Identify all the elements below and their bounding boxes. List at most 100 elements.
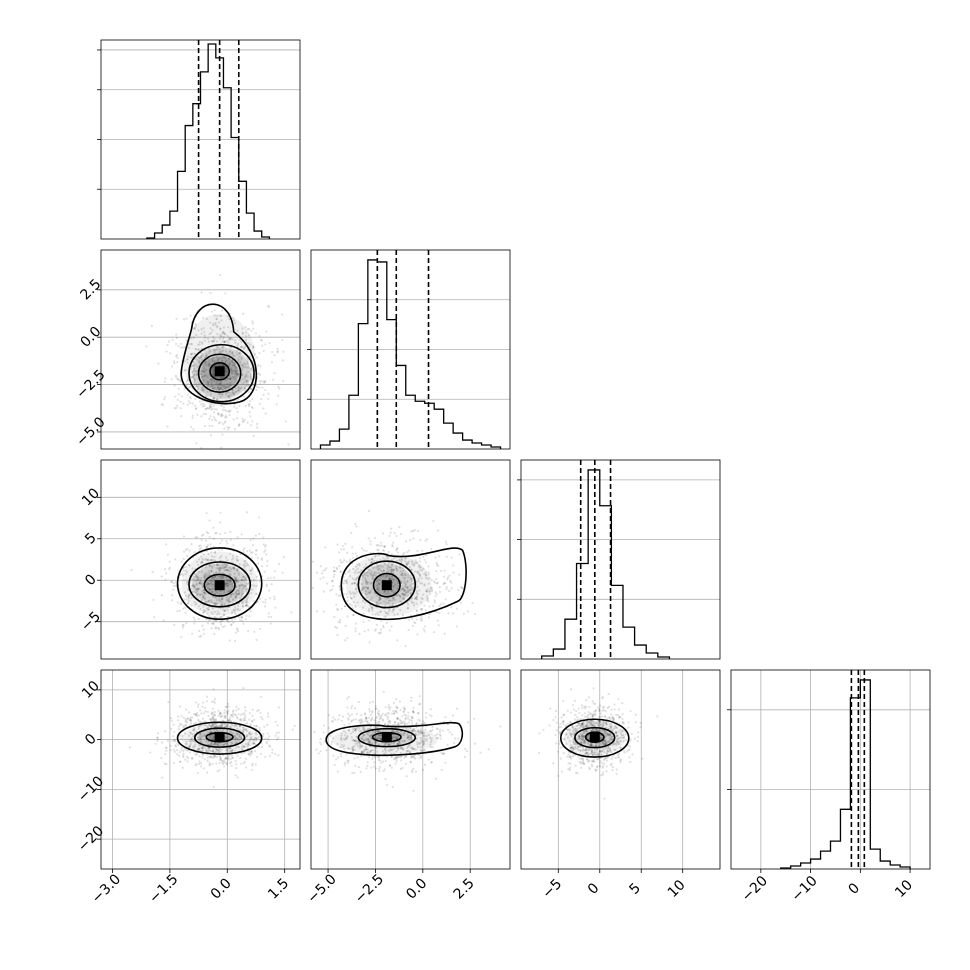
y-tick-label: 10 <box>79 678 103 702</box>
scatter-point <box>411 746 414 749</box>
scatter-point <box>399 709 402 712</box>
scatter-point <box>207 605 210 609</box>
scatter-point <box>414 770 418 773</box>
scatter-point <box>215 596 218 599</box>
scatter-point <box>212 601 215 605</box>
scatter-point <box>223 332 226 335</box>
scatter-point <box>193 745 197 748</box>
scatter-point <box>366 761 369 764</box>
scatter-point <box>217 548 220 551</box>
scatter-point <box>182 624 185 627</box>
contour-line <box>209 361 231 381</box>
scatter-point <box>354 729 357 732</box>
scatter-point <box>242 601 245 604</box>
scatter-point <box>200 749 204 752</box>
scatter-point <box>350 532 353 535</box>
scatter-point <box>220 725 223 728</box>
scatter-point <box>275 403 278 406</box>
scatter-point <box>241 364 244 367</box>
scatter-point <box>212 748 215 751</box>
scatter-point <box>375 722 378 725</box>
scatter-point <box>406 736 409 739</box>
scatter-point <box>196 587 200 590</box>
scatter-point <box>248 752 251 755</box>
scatter-point <box>412 728 415 731</box>
scatter-point <box>228 578 231 581</box>
scatter-point <box>188 594 191 597</box>
scatter-point <box>260 746 264 749</box>
scatter-point <box>376 588 379 591</box>
scatter-point <box>350 720 353 723</box>
scatter-point <box>602 729 605 732</box>
scatter-point <box>350 546 354 549</box>
scatter-point <box>409 729 412 732</box>
scatter-point <box>390 553 393 556</box>
scatter-point <box>184 611 187 614</box>
scatter-point <box>420 608 423 611</box>
scatter-point <box>579 726 582 729</box>
scatter-point <box>585 747 589 750</box>
scatter-point <box>376 612 379 615</box>
scatter-point <box>195 590 199 593</box>
scatter-point <box>270 615 273 619</box>
scatter-point <box>395 705 398 708</box>
scatter-point <box>351 704 354 708</box>
scatter-point <box>192 374 196 377</box>
scatter-point <box>211 384 214 387</box>
scatter-point <box>209 742 213 745</box>
scatter-point <box>410 699 413 703</box>
scatter-point <box>186 361 189 364</box>
scatter-point <box>372 574 375 577</box>
scatter-point <box>201 354 204 357</box>
scatter-point <box>342 746 345 749</box>
scatter-point <box>356 576 359 580</box>
scatter-point <box>215 567 218 570</box>
scatter-point <box>193 601 196 604</box>
scatter-point <box>217 575 220 578</box>
scatter-point <box>377 603 380 606</box>
y-tick-label: −20 <box>75 823 107 855</box>
scatter-point <box>207 599 210 603</box>
scatter-point <box>364 601 367 604</box>
scatter-point <box>244 604 248 607</box>
scatter-point <box>419 702 422 706</box>
scatter-point <box>390 766 393 769</box>
scatter-point <box>396 718 399 721</box>
scatter-point <box>237 571 240 575</box>
scatter-point <box>423 572 426 575</box>
scatter-point <box>621 721 624 724</box>
scatter-point <box>371 577 374 580</box>
scatter-point <box>249 538 252 542</box>
scatter-point <box>406 551 409 554</box>
scatter-point <box>241 584 244 587</box>
scatter-point <box>397 723 400 726</box>
scatter-point <box>186 393 189 396</box>
scatter-point <box>267 577 270 580</box>
scatter-point <box>245 373 248 376</box>
scatter-point <box>387 706 390 709</box>
scatter-point <box>290 611 293 614</box>
scatter-point <box>367 716 371 719</box>
scatter-point <box>221 408 224 412</box>
scatter-point <box>202 402 205 406</box>
scatter-point <box>202 595 205 599</box>
scatter-point <box>360 719 363 722</box>
scatter-point <box>211 584 214 587</box>
scatter-point <box>594 724 597 727</box>
scatter-point <box>379 717 383 720</box>
scatter-point <box>413 597 417 600</box>
scatter-point <box>255 584 258 587</box>
scatter-point <box>245 604 248 608</box>
scatter-point <box>354 630 357 633</box>
scatter-point <box>235 705 238 708</box>
scatter-point <box>224 705 227 708</box>
scatter-point <box>368 701 372 704</box>
scatter-point <box>375 544 378 547</box>
scatter-point <box>231 391 234 394</box>
scatter-point <box>385 783 389 787</box>
scatter-point <box>562 720 565 723</box>
scatter-point <box>237 735 241 738</box>
scatter-point <box>377 548 380 551</box>
scatter-point <box>355 577 358 580</box>
scatter-point <box>262 734 265 737</box>
